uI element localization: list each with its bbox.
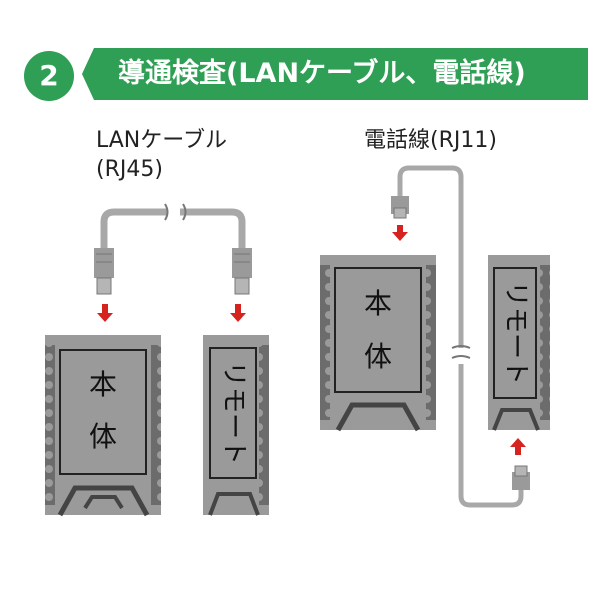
lan-cable-end-marks xyxy=(96,253,250,263)
step-banner: 2 導通検査(LANケーブル、電話線) xyxy=(22,42,588,104)
left-main-char-1: 本 xyxy=(89,368,117,401)
right-remote-label: リモート xyxy=(501,281,531,385)
lan-cable-label: LANケーブル xyxy=(96,128,227,153)
right-main-char-1: 本 xyxy=(364,287,392,320)
banner-bar: 導通検査(LANケーブル、電話線) xyxy=(82,48,588,100)
right-remote-unit: リモート xyxy=(488,255,550,431)
left-insert-arrows xyxy=(97,304,246,322)
step-number-badge: 2 xyxy=(24,51,74,101)
phone-cable xyxy=(391,165,530,508)
left-main-unit: 本 体 xyxy=(45,335,161,517)
phone-cable-label: 電話線(RJ11) xyxy=(364,128,497,153)
right-main-char-2: 体 xyxy=(364,340,392,373)
left-remote-unit: リモート xyxy=(203,335,269,516)
lan-cable xyxy=(94,203,252,295)
banner-title: 導通検査(LANケーブル、電話線) xyxy=(118,58,526,89)
right-main-unit: 本 体 xyxy=(320,255,436,432)
left-main-char-2: 体 xyxy=(89,420,117,453)
left-remote-label: リモート xyxy=(219,361,249,465)
lan-cable-spec-label: (RJ45) xyxy=(96,157,163,182)
right-insert-arrows xyxy=(392,225,526,455)
